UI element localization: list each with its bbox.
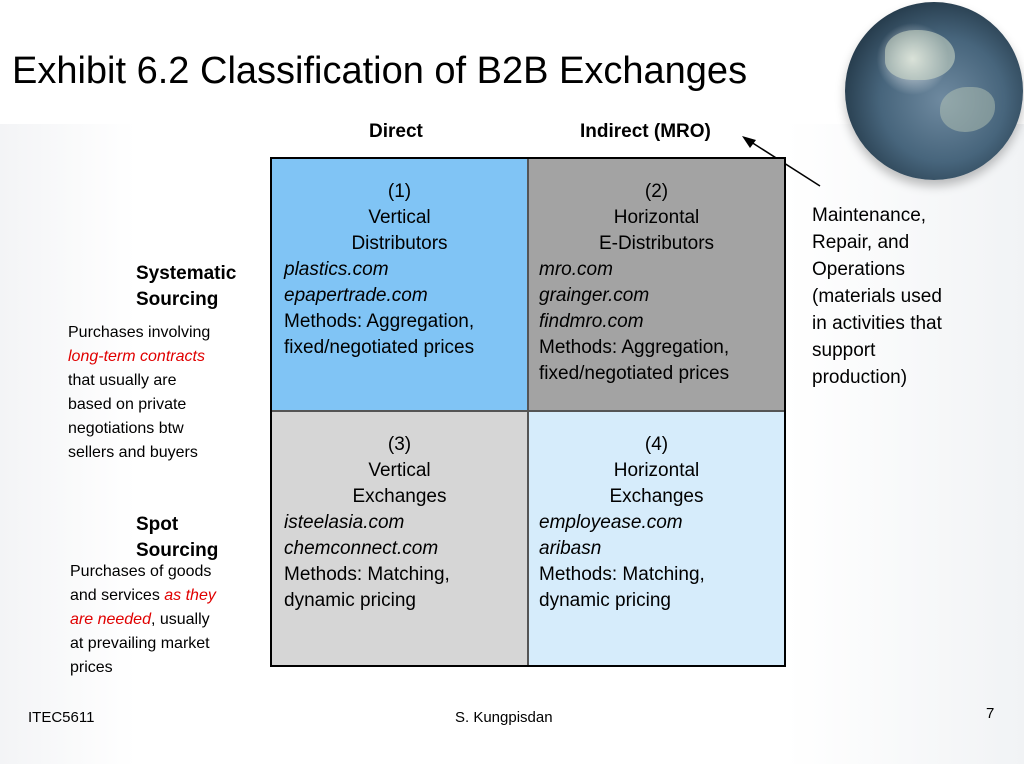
row-label-spot-sourcing: Spot Sourcing xyxy=(136,512,218,564)
annotation-line: Maintenance, xyxy=(812,205,927,226)
classification-matrix: (1) Vertical Distributors plastics.com e… xyxy=(270,157,786,667)
slide-background-left xyxy=(0,124,136,764)
desc-text: and services xyxy=(70,587,165,604)
desc-line: negotiations btw xyxy=(68,420,184,437)
desc-line: at prevailing market xyxy=(70,635,210,652)
slide-background-right xyxy=(786,124,1024,764)
footer-page-number: 7 xyxy=(986,705,995,722)
cell-number: (2) xyxy=(644,181,669,202)
cell-site: plastics.com xyxy=(284,259,389,280)
cell-type: Vertical xyxy=(368,207,431,228)
arrow-head xyxy=(742,136,756,148)
annotation-line: support xyxy=(812,340,876,361)
desc-line: prices xyxy=(70,659,113,676)
row-label-line: Spot xyxy=(136,514,179,535)
cell-site: isteelasia.com xyxy=(284,512,405,533)
cell-method: fixed/negotiated prices xyxy=(284,337,475,358)
cell-method: Methods: Matching, xyxy=(284,564,450,585)
annotation-line: (materials used xyxy=(812,286,942,307)
cell-type: Vertical xyxy=(368,460,431,481)
cell-number: (4) xyxy=(644,434,669,455)
annotation-line: production) xyxy=(812,367,908,388)
cell-method: Methods: Matching, xyxy=(539,564,705,585)
desc-line: sellers and buyers xyxy=(68,444,198,461)
matrix-cell-horizontal-e-distributors: (2) Horizontal E-Distributors mro.com gr… xyxy=(529,159,784,412)
cell-method: Methods: Aggregation, xyxy=(284,311,475,332)
desc-line: based on private xyxy=(68,396,187,413)
matrix-cell-horizontal-exchanges: (4) Horizontal Exchanges employease.com … xyxy=(529,412,784,665)
cell-type: Exchanges xyxy=(352,486,447,507)
cell-site: epapertrade.com xyxy=(284,285,428,306)
cell-type: Horizontal xyxy=(613,460,700,481)
desc-highlight: as they xyxy=(164,587,216,604)
globe-image xyxy=(845,2,1023,180)
matrix-cell-vertical-distributors: (1) Vertical Distributors plastics.com e… xyxy=(272,159,529,412)
row-label-systematic-sourcing: Systematic Sourcing xyxy=(136,261,236,313)
cell-site: grainger.com xyxy=(539,285,650,306)
systematic-sourcing-description: Purchases involving long-term contracts … xyxy=(68,321,210,465)
desc-line: that usually are xyxy=(68,372,177,389)
annotation-line: Operations xyxy=(812,259,905,280)
cell-site: mro.com xyxy=(539,259,613,280)
cell-site: employease.com xyxy=(539,512,683,533)
desc-text: , usually xyxy=(150,611,210,628)
footer-course-code: ITEC5611 xyxy=(28,709,95,726)
cell-method: dynamic pricing xyxy=(284,590,416,611)
row-label-line: Sourcing xyxy=(136,289,219,310)
cell-type: Exchanges xyxy=(609,486,704,507)
column-header-indirect: Indirect (MRO) xyxy=(580,121,711,142)
cell-number: (3) xyxy=(387,434,412,455)
column-header-direct: Direct xyxy=(369,121,423,142)
cell-type: E-Distributors xyxy=(598,233,715,254)
desc-line: and services as they xyxy=(70,584,216,608)
mro-annotation: Maintenance, Repair, and Operations (mat… xyxy=(812,202,1012,391)
globe-landmass xyxy=(885,30,955,80)
footer-author: S. Kungpisdan xyxy=(455,709,553,726)
desc-line: Purchases of goods xyxy=(70,563,212,580)
slide-title: Exhibit 6.2 Classification of B2B Exchan… xyxy=(12,50,748,92)
desc-highlight: long-term contracts xyxy=(68,348,205,365)
globe-landmass xyxy=(940,87,995,132)
cell-method: dynamic pricing xyxy=(539,590,671,611)
spot-sourcing-description: Purchases of goods and services as they … xyxy=(70,560,216,680)
row-label-line: Systematic xyxy=(136,263,237,284)
cell-number: (1) xyxy=(387,181,412,202)
desc-line: Purchases involving xyxy=(68,324,211,341)
annotation-line: in activities that xyxy=(812,313,942,334)
desc-highlight: are needed xyxy=(70,611,151,628)
cell-method: fixed/negotiated prices xyxy=(539,363,730,384)
cell-site: chemconnect.com xyxy=(284,538,439,559)
cell-method: Methods: Aggregation, xyxy=(539,337,730,358)
cell-type: Distributors xyxy=(351,233,448,254)
cell-type: Horizontal xyxy=(613,207,700,228)
matrix-cell-vertical-exchanges: (3) Vertical Exchanges isteelasia.com ch… xyxy=(272,412,529,665)
row-label-line: Sourcing xyxy=(136,540,219,561)
cell-site: findmro.com xyxy=(539,311,644,332)
annotation-line: Repair, and xyxy=(812,232,910,253)
cell-site: aribasn xyxy=(539,538,602,559)
desc-line: are needed, usually xyxy=(70,608,216,632)
